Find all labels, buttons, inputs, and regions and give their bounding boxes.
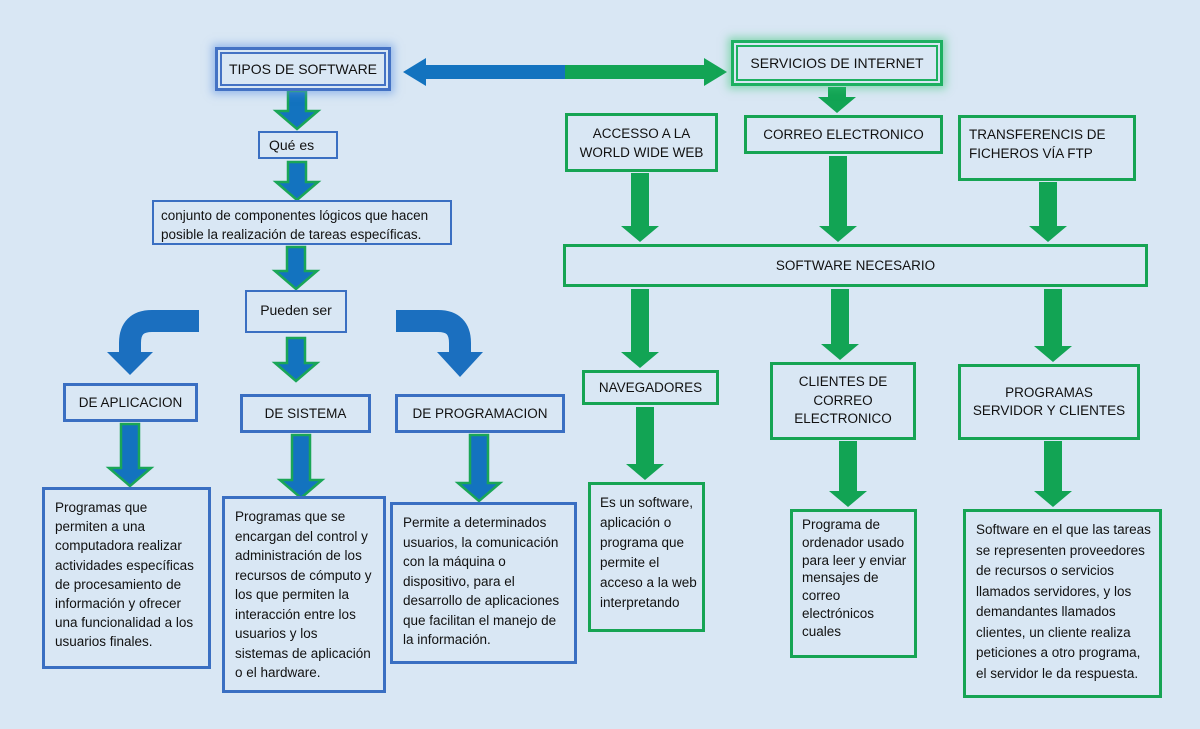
node-label: Programa de ordenador usado para leer y … — [802, 517, 907, 639]
node-label: DE APLICACION — [78, 395, 183, 410]
node-label: CLIENTES DE CORREO ELECTRONICO — [794, 374, 892, 427]
node-servicios-de-internet: SERVICIOS DE INTERNET — [731, 40, 943, 86]
arrow-roots-blue-half — [403, 58, 565, 86]
arrow-roots-green-half — [565, 58, 727, 86]
node-label: conjunto de componentes lógicos que hace… — [161, 208, 429, 242]
node-label: CORREO ELECTRONICO — [763, 127, 924, 142]
node-label: Pueden ser — [260, 302, 332, 318]
arrow-clientes-to-desc — [829, 441, 867, 507]
arrow-servicios-to-correo — [818, 87, 856, 113]
node-label: Programas que permiten a una computadora… — [55, 500, 194, 650]
node-label: TIPOS DE SOFTWARE — [228, 60, 378, 77]
arrow-accesso-to-software — [621, 173, 659, 242]
node-de-aplicacion: DE APLICACION — [63, 383, 198, 422]
arrow-software-to-navegadores — [621, 289, 659, 368]
node-pueden-ser: Pueden ser — [245, 290, 347, 333]
node-software-necesario: SOFTWARE NECESARIO — [563, 244, 1148, 287]
arrow-programacion-to-desc — [454, 433, 504, 503]
node-label: Permite a determinados usuarios, la comu… — [403, 515, 560, 647]
arrow-aplicacion-to-desc — [105, 422, 155, 488]
node-tipos-de-software: TIPOS DE SOFTWARE — [215, 47, 391, 91]
arrow-definicion-to-puedenser — [271, 245, 321, 291]
node-de-programacion: DE PROGRAMACION — [395, 394, 565, 433]
node-label: Es un software, aplicación o programa qu… — [600, 495, 697, 610]
node-que-es: Qué es — [258, 131, 338, 159]
node-transferencia-ftp: TRANSFERENCIS DE FICHEROS VÍA FTP — [958, 115, 1136, 181]
arrow-software-to-clientes — [821, 289, 859, 360]
arrow-programas-to-desc — [1034, 441, 1072, 507]
arrow-navegadores-to-desc — [626, 407, 664, 480]
node-label: Programas que se encargan del control y … — [235, 509, 372, 680]
arrow-correo-to-software — [819, 156, 857, 242]
arrow-puedenser-to-sistema — [271, 336, 321, 383]
node-label: SOFTWARE NECESARIO — [775, 258, 936, 273]
node-accesso-www: ACCESSO A LA WORLD WIDE WEB — [565, 113, 718, 172]
node-clientes-correo: CLIENTES DE CORREO ELECTRONICO — [770, 362, 916, 440]
arrow-sistema-to-desc — [276, 433, 326, 500]
elbow-arrow-left — [119, 310, 199, 354]
desc-de-programacion: Permite a determinados usuarios, la comu… — [390, 502, 577, 664]
node-correo-electronico: CORREO ELECTRONICO — [744, 115, 943, 154]
desc-navegadores: Es un software, aplicación o programa qu… — [588, 482, 705, 632]
elbow-arrow-right-head — [437, 352, 483, 377]
node-label: SERVICIOS DE INTERNET — [750, 54, 924, 71]
desc-de-aplicacion: Programas que permiten a una computadora… — [42, 487, 211, 669]
desc-clientes-correo: Programa de ordenador usado para leer y … — [790, 509, 917, 658]
elbow-arrow-right — [396, 310, 471, 354]
node-label: DE PROGRAMACION — [412, 406, 548, 421]
node-label: Software en el que las tareas se represe… — [976, 522, 1151, 681]
desc-de-sistema: Programas que se encargan del control y … — [222, 496, 386, 693]
node-programas-servidor-clientes: PROGRAMAS SERVIDOR Y CLIENTES — [958, 364, 1140, 440]
node-navegadores: NAVEGADORES — [582, 370, 719, 405]
arrow-tipos-to-quees — [272, 89, 322, 131]
desc-programas-servidor: Software en el que las tareas se represe… — [963, 509, 1162, 698]
node-label: ACCESSO A LA WORLD WIDE WEB — [579, 125, 704, 160]
elbow-arrow-left-head — [107, 352, 153, 375]
arrow-transferencia-to-software — [1029, 182, 1067, 242]
arrow-software-to-programas — [1034, 289, 1072, 362]
node-label: DE SISTEMA — [264, 406, 347, 421]
node-de-sistema: DE SISTEMA — [240, 394, 371, 433]
node-definicion-software: conjunto de componentes lógicos que hace… — [152, 200, 452, 245]
node-label: TRANSFERENCIS DE FICHEROS VÍA FTP — [969, 127, 1106, 161]
node-label: NAVEGADORES — [598, 380, 703, 395]
arrow-quees-to-definicion — [272, 160, 322, 202]
node-label: PROGRAMAS SERVIDOR Y CLIENTES — [972, 384, 1126, 419]
node-label: Qué es — [269, 136, 315, 153]
